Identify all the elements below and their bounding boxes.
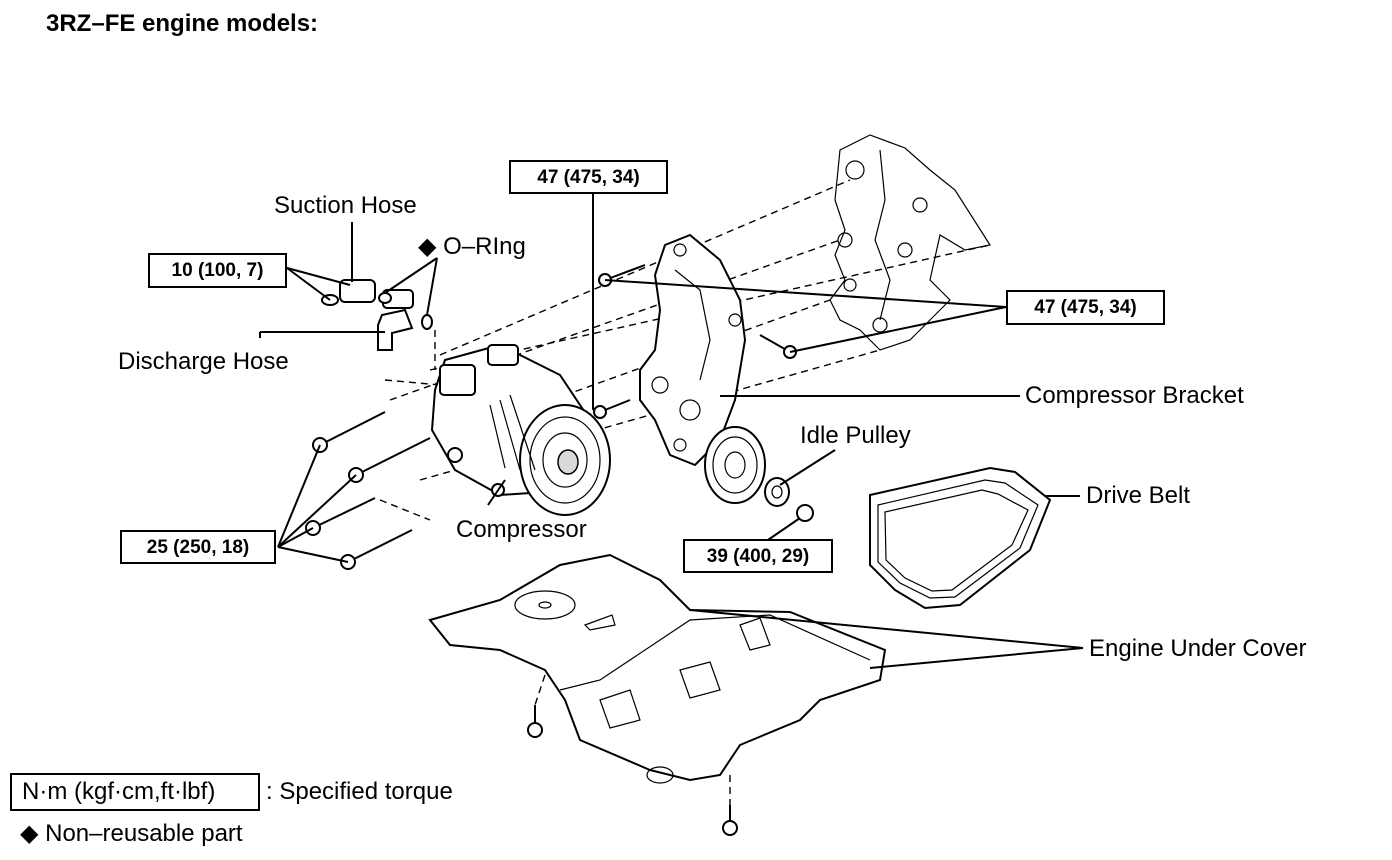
torque-bracket-right: 47 (475, 34) [1006, 290, 1165, 325]
label-o-ring: ◆ O–RIng [418, 233, 526, 260]
diagram-title: 3RZ–FE engine models: [46, 10, 319, 37]
legend-torque-text: : Specified torque [266, 778, 453, 805]
label-drive-belt: Drive Belt [1086, 482, 1191, 509]
label-suction-hose: Suction Hose [274, 192, 417, 219]
torque-hose-bolts: 10 (100, 7) [148, 253, 287, 288]
legend-torque-box: N·m (kgf·cm,ft·lbf) [10, 773, 260, 811]
drive-belt-drawing [869, 466, 1052, 610]
compressor-drawing [430, 343, 611, 516]
label-discharge-hose: Discharge Hose [118, 348, 289, 375]
label-engine-under-cover: Engine Under Cover [1089, 635, 1307, 662]
label-compressor: Compressor [456, 516, 587, 543]
compressor-bracket-drawing [593, 233, 797, 467]
torque-bracket-top: 47 (475, 34) [509, 160, 668, 194]
compressor-bolts [305, 411, 431, 570]
label-idle-pulley: Idle Pulley [800, 422, 911, 449]
hose-fittings [321, 279, 433, 351]
leader-lines [259, 190, 1084, 669]
alignment-lines [379, 179, 991, 521]
engine-under-cover-drawing [428, 553, 887, 836]
legend-nonreusable: ◆ Non–reusable part [20, 820, 243, 847]
engine-block-outline [829, 134, 991, 351]
label-compressor-bracket: Compressor Bracket [1025, 382, 1244, 409]
torque-compressor-bolts: 25 (250, 18) [120, 530, 276, 564]
torque-pulley-nut: 39 (400, 29) [683, 539, 833, 573]
idle-pulley-drawing [704, 426, 814, 522]
